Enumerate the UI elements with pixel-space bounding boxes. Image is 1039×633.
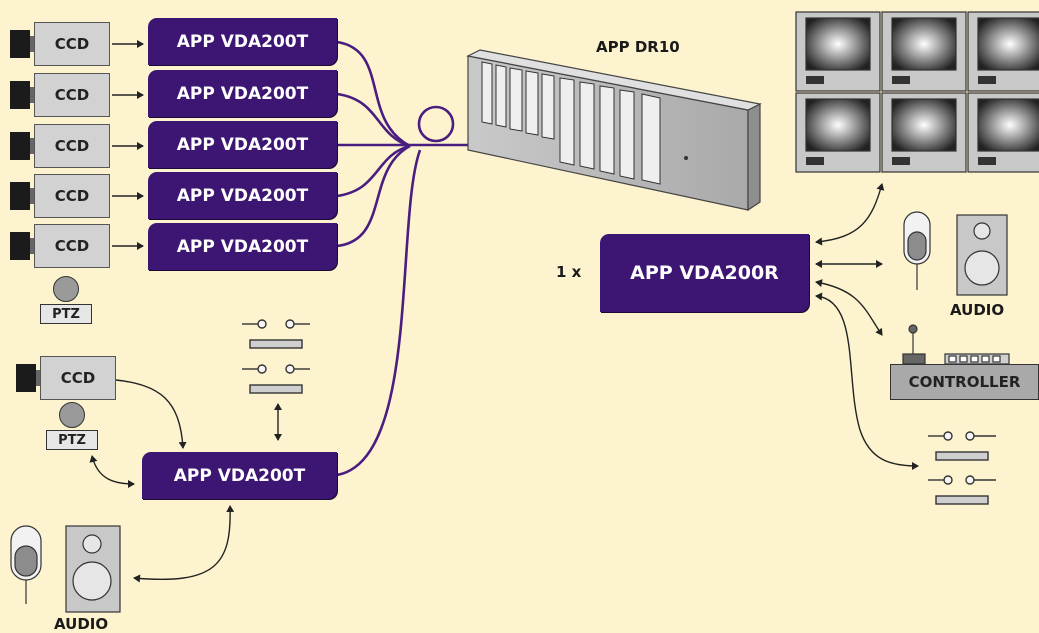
- vda200t-transmitter: APP VDA200T: [142, 452, 337, 499]
- joystick-icon: [902, 324, 1010, 365]
- rack-graphic: [466, 49, 762, 212]
- fiber-line: [336, 144, 411, 198]
- vda200r-receiver: APP VDA200R: [600, 234, 809, 312]
- fiber-line: [336, 144, 411, 248]
- monitor: [881, 92, 967, 173]
- fiber-line: [336, 40, 411, 148]
- bottom-left-arrows: [89, 379, 235, 583]
- vda200t-transmitter: APP VDA200T: [148, 172, 337, 219]
- speaker-icon-right: [956, 214, 1008, 296]
- ccd-camera: CCD: [40, 356, 116, 400]
- mic-icon-right: [903, 211, 931, 290]
- camera-lens-icon: [16, 364, 42, 392]
- vda200t-transmitter: APP VDA200T: [148, 223, 337, 270]
- audio-label-right: AUDIO: [950, 301, 1005, 319]
- monitor: [967, 11, 1039, 92]
- vda200t-transmitter: APP VDA200T: [148, 18, 337, 65]
- camera6-arrow: [115, 379, 187, 449]
- mic-icon-left: [10, 525, 42, 604]
- speaker-icon-left: [65, 525, 121, 613]
- ptz-arrow: [89, 455, 135, 488]
- arrow-to-controller: [815, 279, 883, 336]
- fiber-loop: [417, 105, 455, 143]
- fiber-line: [336, 149, 422, 477]
- ptz-head-icon: [53, 276, 79, 302]
- arrow-to-switches: [815, 292, 919, 470]
- monitor-wall: [795, 11, 1039, 173]
- receiver-count-label: 1 x: [556, 263, 582, 281]
- audio-label-left: AUDIO: [54, 615, 109, 633]
- monitor: [881, 11, 967, 92]
- audio-arrow-left: [133, 505, 235, 583]
- fiber-lines: [336, 40, 553, 477]
- camera-arrows: [112, 40, 144, 250]
- vda200t-transmitter: APP VDA200T: [148, 70, 337, 117]
- monitor: [795, 11, 881, 92]
- camera-lens-icon: [10, 30, 36, 58]
- ptz-tag: PTZ: [46, 430, 98, 450]
- ccd-camera: CCD: [34, 73, 110, 117]
- rack-label: APP DR10: [596, 38, 680, 56]
- ccd-camera: CCD: [34, 224, 110, 268]
- ptz-head-icon: [59, 402, 85, 428]
- vda200t-transmitter: APP VDA200T: [148, 121, 337, 168]
- ccd-camera: CCD: [34, 174, 110, 218]
- fiber-line: [336, 92, 411, 148]
- camera-lens-icon: [10, 182, 36, 210]
- controller-unit: CONTROLLER: [890, 364, 1039, 400]
- camera-lens-icon: [10, 132, 36, 160]
- receiver-arrows: [815, 183, 919, 470]
- camera-lens-icon: [10, 81, 36, 109]
- monitor: [967, 92, 1039, 173]
- ptz-tag: PTZ: [40, 304, 92, 324]
- ccd-camera: CCD: [34, 124, 110, 168]
- switch-icon-right: [928, 431, 996, 505]
- switch-icon-middle: [242, 319, 310, 394]
- arrow-to-monitors: [815, 183, 885, 246]
- ccd-camera: CCD: [34, 22, 110, 66]
- monitor: [795, 92, 881, 173]
- camera-lens-icon: [10, 232, 36, 260]
